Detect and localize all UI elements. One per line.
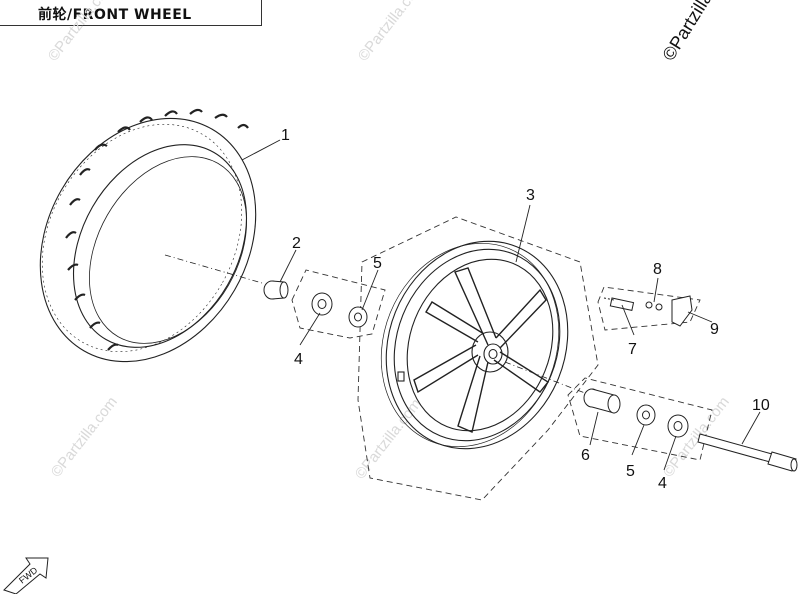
watermarks: ©Partzilla.com ©Partzilla.com ©Partzilla… <box>45 0 733 482</box>
watermark-5: ©Partzilla.com <box>660 394 733 481</box>
callout-10: 10 <box>752 397 770 414</box>
callout-numbers: 1 2 3 4 5 6 5 4 7 8 9 10 <box>281 127 770 492</box>
callout-5-right: 5 <box>626 463 635 480</box>
callout-6: 6 <box>581 447 590 464</box>
assembly-outlines <box>291 216 713 501</box>
spacer-6 <box>583 388 621 414</box>
valve-nut-8a <box>645 301 653 309</box>
callout-3: 3 <box>526 187 535 204</box>
watermark-1: ©Partzilla.com <box>45 0 118 64</box>
washer-4-right <box>667 414 689 438</box>
axle-axis-line <box>504 361 591 396</box>
spacer-2 <box>263 280 289 300</box>
washer-4-left <box>311 292 333 316</box>
callout-1: 1 <box>281 127 290 144</box>
diagram-title: 前轮/FRONT WHEEL <box>38 7 192 23</box>
watermark-4: ©Partzilla.com <box>352 396 425 483</box>
tread-marks <box>65 108 249 351</box>
valve-nut-8b <box>655 303 663 311</box>
watermark-2: ©Partzilla.com <box>355 0 428 64</box>
callout-4-left: 4 <box>294 351 303 368</box>
wheel-rim <box>380 240 569 450</box>
callout-2: 2 <box>292 235 301 252</box>
wheel-spokes <box>413 267 550 433</box>
copyright-text: ©Partzilla.c <box>658 0 723 64</box>
leader-lines <box>241 139 761 471</box>
watermark-3: ©Partzilla.com <box>48 394 121 481</box>
callout-9: 9 <box>710 321 719 338</box>
callout-7: 7 <box>628 341 637 358</box>
valve-cap-9 <box>671 295 693 327</box>
tire-axis-line <box>164 254 263 284</box>
fwd-arrow: FWD <box>3 557 49 594</box>
callout-4-right: 4 <box>658 475 667 492</box>
axle-10 <box>697 433 798 472</box>
valve-hole <box>397 371 405 382</box>
title-box: 前轮/FRONT WHEEL <box>0 0 262 26</box>
valve-assembly <box>603 295 693 327</box>
tire <box>39 108 257 363</box>
valve-stem-7 <box>609 297 635 311</box>
wheel-hub <box>471 331 509 373</box>
callout-5-left: 5 <box>373 255 382 272</box>
washer-5-right <box>636 404 656 426</box>
callout-8: 8 <box>653 261 662 278</box>
washer-5-left <box>348 306 368 328</box>
